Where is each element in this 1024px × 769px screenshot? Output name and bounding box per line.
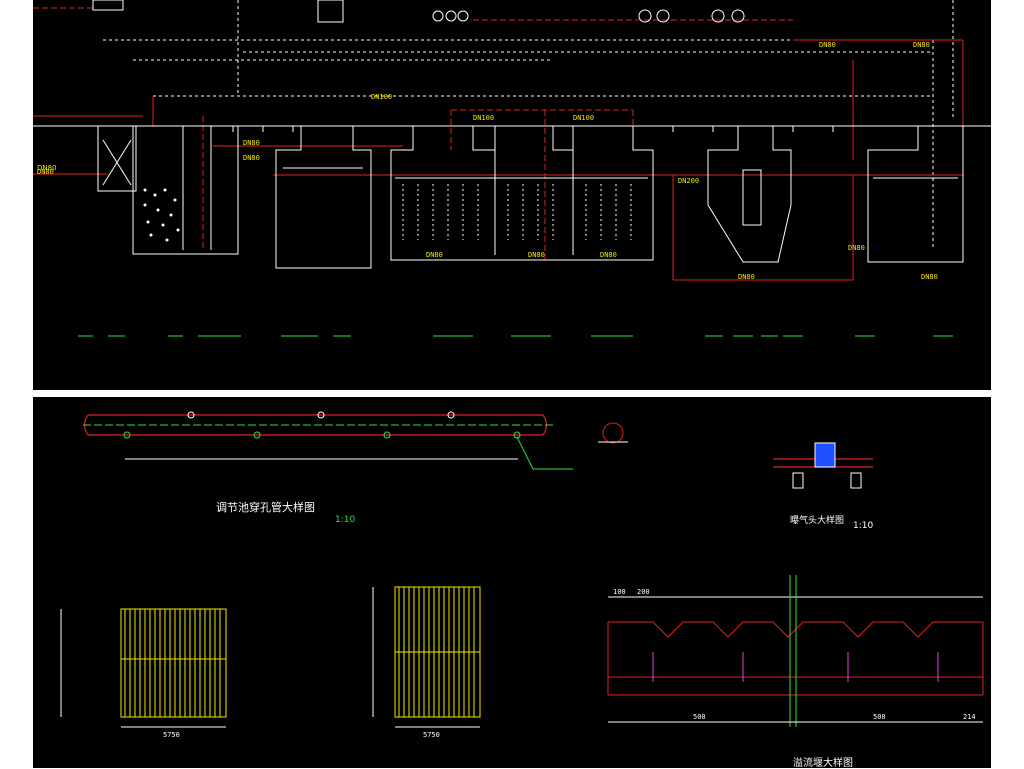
pipe-label: DN80	[528, 251, 545, 259]
pipe-label: DN80	[738, 273, 755, 281]
weir-dim: 214	[963, 713, 976, 721]
pipe-label: DN80	[426, 251, 443, 259]
pipe-label: DN200	[678, 177, 699, 185]
pipe-label: DN80	[819, 41, 836, 49]
detail-drawings-svg: 100 200 500 500 214 5750 5750	[60, 411, 984, 739]
pipe-label: DN80	[921, 273, 938, 281]
weir-dim: 100	[613, 588, 626, 596]
weir-dim: 500	[873, 713, 886, 721]
perforated-pipe-title: 调节池穿孔管大样图	[216, 501, 315, 514]
weir-dim: 500	[693, 713, 706, 721]
process-section-svg: DN100 DN100 DN100 DN80 DN80 DN200 DN80 D…	[33, 0, 991, 337]
pipe-label: DN80	[243, 154, 260, 162]
aerator-scale: 1:10	[853, 521, 874, 531]
weir-title: 溢流堰大样图	[793, 758, 853, 769]
pipe-label: DN100	[473, 114, 494, 122]
bar-panel-2-width: 5750	[423, 731, 440, 739]
detail-drawings: 100 200 500 500 214 5750 5750 调节池穿孔管大样图 …	[33, 397, 991, 769]
process-section-drawing: DN100 DN100 DN100 DN80 DN80 DN200 DN80 D…	[33, 0, 991, 390]
pipe-label: DN100	[371, 93, 392, 101]
bar-panel-1-width: 5750	[163, 731, 180, 739]
pipe-label: DN80	[243, 139, 260, 147]
pipe-label: DN100	[573, 114, 594, 122]
pipe-label: DN80	[913, 41, 930, 49]
pipe-label: DN80	[37, 168, 54, 176]
aerator-title: 曝气头大样图	[790, 516, 845, 526]
pipe-label: DN80	[848, 244, 865, 252]
inlet-pipe-label: DN80	[37, 164, 57, 172]
weir-dim: 200	[637, 588, 650, 596]
pipe-label: DN80	[600, 251, 617, 259]
perforated-pipe-scale: 1:10	[335, 515, 356, 525]
